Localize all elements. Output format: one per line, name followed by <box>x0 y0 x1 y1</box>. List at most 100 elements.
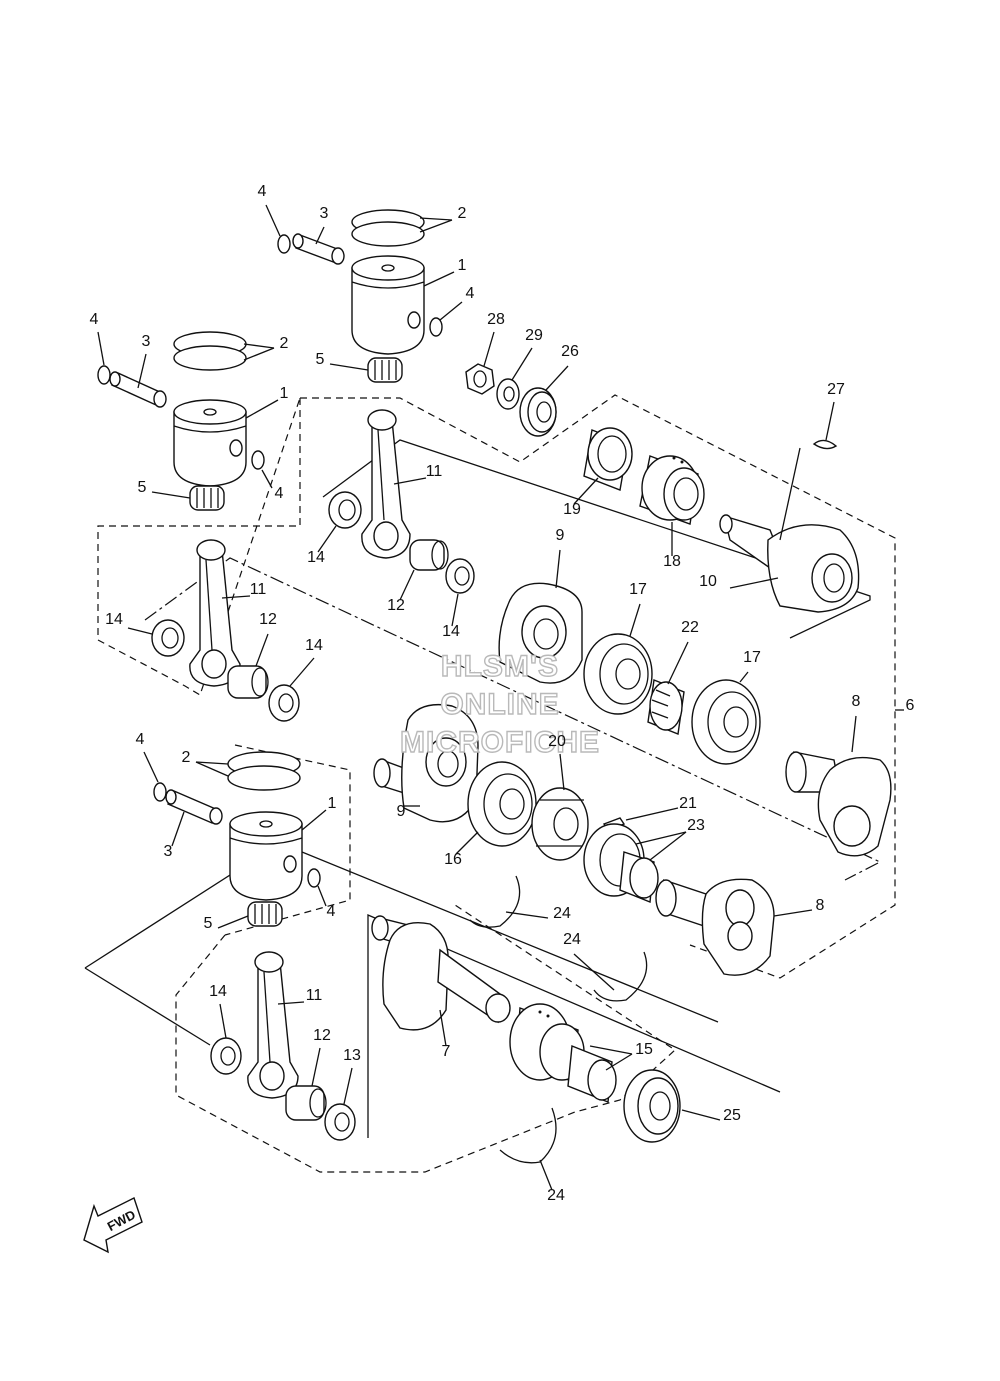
callout-c4c: 4 <box>136 731 145 748</box>
crank-end-10 <box>719 514 860 613</box>
callout-c28: 28 <box>487 311 505 328</box>
frame-crankshaft-assembly-outer <box>97 397 301 696</box>
woodruff-key-27 <box>812 439 838 450</box>
washer-13 <box>324 1103 356 1141</box>
needle-bearing-small-end-2 <box>189 485 225 511</box>
callout-c13: 13 <box>343 1047 361 1064</box>
circlip-2a <box>97 365 111 385</box>
connecting-rod-2 <box>189 539 241 687</box>
watermark-line1: HLSM'S <box>441 650 559 683</box>
callout-c16: 16 <box>444 851 462 868</box>
labyrinth-seal-20 <box>531 787 589 861</box>
circlip-24c <box>499 1107 557 1164</box>
callout-c11a: 11 <box>426 463 443 480</box>
crank-web-9b <box>373 703 479 823</box>
piston-rings-2 <box>173 331 247 371</box>
circlip-3a <box>153 782 167 802</box>
callout-c8a: 8 <box>852 693 861 710</box>
callout-c21: 21 <box>679 795 697 812</box>
piston-3 <box>229 811 303 901</box>
callout-c1e3: 1 <box>328 795 337 812</box>
washer-14d <box>268 684 300 722</box>
callout-c12c: 12 <box>313 1027 331 1044</box>
needle-bearing-small-end-1 <box>367 357 403 383</box>
ball-bearing-17b <box>691 679 761 765</box>
piston-pin-3 <box>165 789 223 825</box>
callout-c1d: 1 <box>458 257 467 274</box>
callout-c7: 7 <box>442 1043 451 1060</box>
callout-c2d: 1 <box>280 385 289 402</box>
callout-c15: 15 <box>635 1041 653 1058</box>
circlip-3b <box>307 868 321 888</box>
callout-c11b: 11 <box>250 581 267 598</box>
callout-c1c: 2 <box>458 205 467 222</box>
callout-c12a: 12 <box>387 597 405 614</box>
callout-c12b: 12 <box>259 611 277 628</box>
callout-c10: 10 <box>699 573 717 590</box>
ball-bearing-16 <box>467 761 537 847</box>
crank-half-8b <box>655 878 775 976</box>
piston-3-group <box>153 751 321 927</box>
circlip-24a <box>469 875 521 928</box>
callout-c2e3: 2 <box>182 749 191 766</box>
collar-19 <box>583 427 633 491</box>
callout-c2c: 2 <box>280 335 289 352</box>
piston-pin-2 <box>109 371 167 408</box>
washer-14b <box>445 558 475 594</box>
connecting-rod-3 <box>247 951 299 1099</box>
piston-1-group <box>277 209 443 383</box>
callout-c6: 6 <box>906 697 915 714</box>
piston-2-group <box>97 331 265 511</box>
callout-c4d: 4 <box>327 903 336 920</box>
callout-c1e: 4 <box>466 285 475 302</box>
callout-c2e: 4 <box>275 485 284 502</box>
callout-c27: 27 <box>827 381 845 398</box>
washer-14a <box>328 491 362 529</box>
callout-c2f: 5 <box>138 479 147 496</box>
nut-28 <box>465 363 495 395</box>
callout-c2b: 3 <box>142 333 151 350</box>
callout-c5c: 5 <box>204 915 213 932</box>
callout-c17b: 17 <box>743 649 761 666</box>
callout-c1a: 4 <box>258 183 267 200</box>
bearing-12c <box>285 1085 327 1121</box>
washer-29 <box>496 378 520 410</box>
callout-c23: 23 <box>687 817 705 834</box>
callout-c24b: 24 <box>563 931 581 948</box>
callout-c22: 22 <box>681 619 699 636</box>
bearing-18 <box>639 455 705 525</box>
callout-c17a: 17 <box>629 581 647 598</box>
frame-upper-dashed <box>300 394 896 979</box>
callout-c19: 19 <box>563 501 581 518</box>
callout-c18: 18 <box>663 553 681 570</box>
circlip-2b <box>251 450 265 470</box>
piston-2 <box>173 399 247 487</box>
frame-lower-dashed <box>175 904 676 1173</box>
washer-14e <box>210 1037 242 1075</box>
watermark: HLSM'S ONLINE MICROFICHE <box>399 649 600 759</box>
callout-c3c: 3 <box>164 843 173 860</box>
piston-pin-1 <box>292 233 345 265</box>
ball-bearing-17a <box>583 633 653 715</box>
callout-c25: 25 <box>723 1107 741 1124</box>
crank-half-7 <box>371 915 511 1031</box>
callout-c29: 29 <box>525 327 543 344</box>
piston-rings-3 <box>227 751 301 791</box>
callout-c14c: 14 <box>105 611 123 628</box>
needle-bearing-small-end-3 <box>247 901 283 927</box>
circlip-1b <box>429 317 443 337</box>
bearing-set-23 <box>583 823 659 903</box>
callout-c9b: 9 <box>397 803 406 820</box>
callout-c14a: 14 <box>307 549 325 566</box>
crank-web-9a <box>498 582 583 684</box>
oil-seal-25 <box>623 1069 681 1143</box>
connecting-rod-1 <box>361 409 411 559</box>
callout-c11c: 11 <box>306 987 323 1004</box>
bearing-15 <box>509 1003 617 1103</box>
bearing-12b <box>227 665 269 699</box>
watermark-line3: MICROFICHE <box>400 726 600 759</box>
callout-c24a: 24 <box>553 905 571 922</box>
